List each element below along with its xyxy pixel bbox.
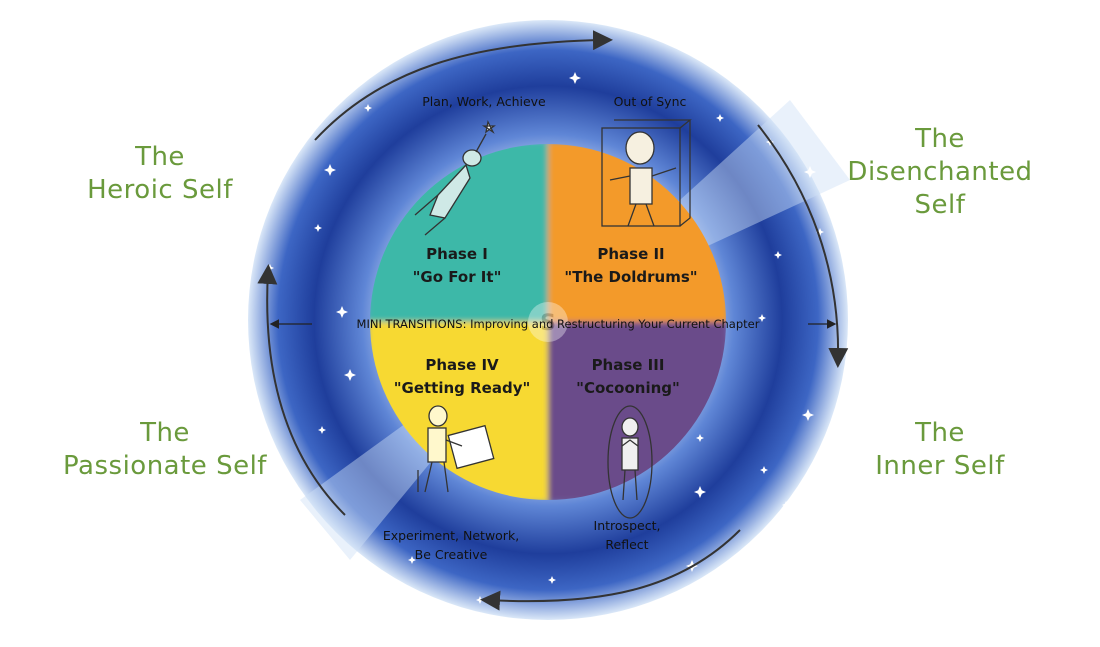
star-icon: [569, 72, 581, 84]
star-icon: [774, 251, 782, 259]
star-icon: [548, 576, 556, 584]
cycle-arrow-bottom: [480, 529, 741, 611]
phase-1-subtitle: "Go For It": [413, 268, 502, 286]
star-icon: [344, 369, 356, 381]
star-icon: [804, 166, 816, 178]
phase-4-subtitle: "Getting Ready": [394, 379, 531, 397]
cycle-arrow-left: [257, 264, 346, 516]
svg-text:S: S: [540, 311, 556, 336]
center-logo: S: [528, 302, 568, 342]
label-passionate-self: The Passionate Self: [40, 417, 290, 483]
label-inner-line1: The: [915, 418, 965, 448]
phase-3-subtitle: "Cocooning": [576, 379, 680, 397]
star-icon: [782, 501, 790, 509]
star-icon: [324, 164, 336, 176]
star-icon: [716, 114, 724, 122]
cycle-arrow-right: [757, 124, 849, 368]
phase-2-title: Phase II: [597, 245, 664, 263]
activity-experiment-line2: Be Creative: [415, 547, 488, 562]
star-icon: [760, 466, 768, 474]
label-passionate-line1: The: [140, 418, 190, 448]
star-icon: [802, 409, 814, 421]
activity-introspect-line2: Reflect: [605, 537, 648, 552]
star-icon: [694, 486, 706, 498]
label-disenchanted-line1: The: [915, 124, 965, 154]
label-inner-line2: Inner Self: [875, 451, 1005, 481]
phase-4-title: Phase IV: [425, 356, 499, 374]
star-icon: [816, 228, 824, 236]
label-heroic-self: The Heroic Self: [70, 141, 250, 207]
star-icon: [758, 314, 766, 322]
label-heroic-line2: Heroic Self: [87, 175, 233, 205]
mini-transitions-label: MINI TRANSITIONS: Improving and Restruct…: [357, 317, 760, 331]
activity-plan-work-achieve: Plan, Work, Achieve: [422, 94, 546, 109]
figure-out-of-sync: [601, 119, 692, 227]
cycle-arrow-top: [314, 30, 613, 141]
label-disenchanted-line2: Disenchanted: [847, 157, 1033, 187]
star-icon: [314, 224, 322, 232]
star-icon: [408, 556, 416, 564]
activity-introspect-line1: Introspect,: [594, 518, 661, 533]
activity-out-of-sync: Out of Sync: [614, 94, 687, 109]
star-icon: [476, 596, 484, 604]
label-passionate-line2: Passionate Self: [63, 451, 267, 481]
star-icon: [294, 511, 302, 519]
phase-2-subtitle: "The Doldrums": [564, 268, 697, 286]
label-disenchanted-line3: Self: [914, 190, 966, 220]
label-inner-self: The Inner Self: [850, 417, 1030, 483]
activity-experiment-line1: Experiment, Network,: [383, 528, 519, 543]
star-icon: [364, 104, 372, 112]
label-disenchanted-self: The Disenchanted Self: [830, 123, 1050, 222]
star-icon: [696, 434, 704, 442]
star-icon: [336, 306, 348, 318]
star-icon: [318, 426, 326, 434]
figure-drawing-board: [417, 405, 495, 493]
figure-reaching-star: [414, 120, 496, 236]
phase-1-title: Phase I: [426, 245, 488, 263]
phase-3-title: Phase III: [592, 356, 665, 374]
figure-meditating: [607, 405, 653, 519]
label-heroic-line1: The: [135, 142, 185, 172]
